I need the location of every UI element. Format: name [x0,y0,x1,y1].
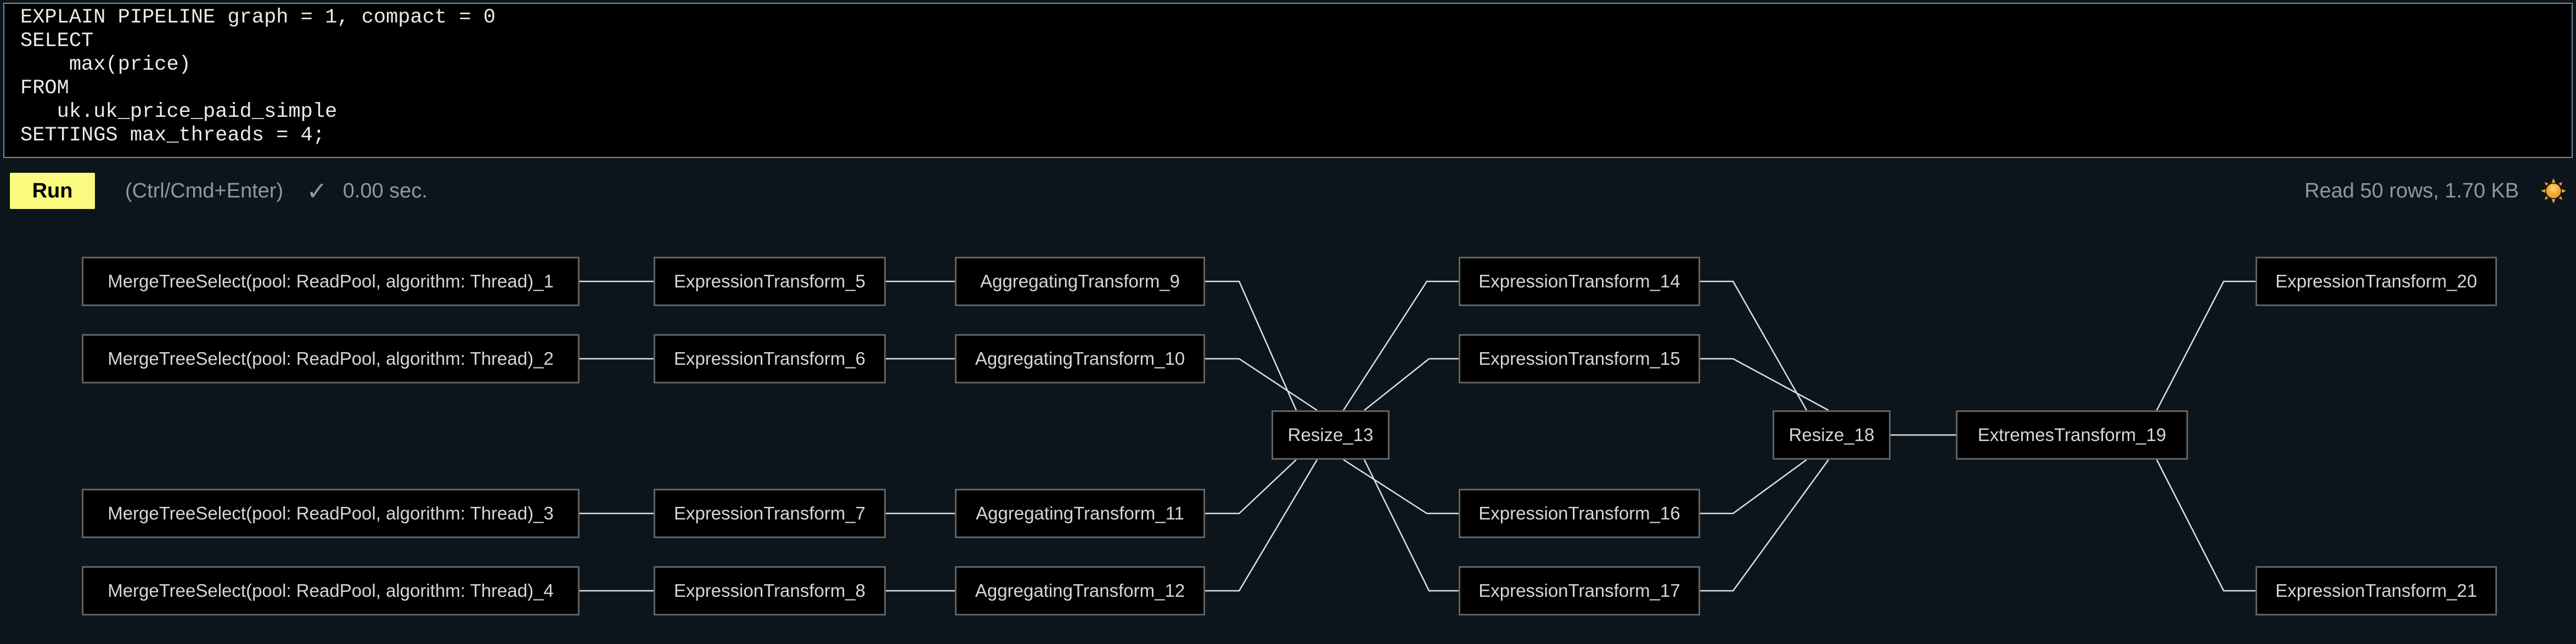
pipeline-edge-19-20 [2156,280,2256,411]
toolbar: Run (Ctrl/Cmd+Enter) ✓ 0.00 sec. Read 50… [0,165,2576,217]
theme-toggle-button[interactable] [2541,178,2566,204]
pipeline-edge-14-18 [1700,280,1808,411]
read-stats: Read 50 rows, 1.70 KB [2304,179,2519,202]
pipeline-edge-10-13 [1205,358,1318,411]
pipeline-edge-17-18 [1700,459,1830,592]
pipeline-node-2: MergeTreeSelect(pool: ReadPool, algorith… [82,334,580,383]
pipeline-node-4: MergeTreeSelect(pool: ReadPool, algorith… [82,566,580,615]
pipeline-node-1: MergeTreeSelect(pool: ReadPool, algorith… [82,257,580,306]
pipeline-node-6: ExpressionTransform_6 [654,334,886,383]
pipeline-edge-19-21 [2156,459,2256,592]
run-button[interactable]: Run [10,173,95,209]
sql-editor[interactable]: EXPLAIN PIPELINE graph = 1, compact = 0 … [3,3,2573,158]
pipeline-edge-16-18 [1700,459,1807,515]
pipeline-node-14: ExpressionTransform_14 [1459,257,1700,306]
pipeline-node-8: ExpressionTransform_8 [654,566,886,615]
pipeline-edge-12-13 [1205,459,1318,592]
pipeline-node-11: AggregatingTransform_11 [955,489,1205,538]
shortcut-hint: (Ctrl/Cmd+Enter) [125,179,284,202]
pipeline-node-9: AggregatingTransform_9 [955,257,1205,306]
pipeline-edge-13-14 [1342,280,1459,411]
pipeline-node-16: ExpressionTransform_16 [1459,489,1700,538]
pipeline-node-21: ExpressionTransform_21 [2256,566,2497,615]
pipeline-edge-11-13 [1205,459,1297,515]
pipeline-node-13: Resize_13 [1272,410,1390,460]
pipeline-edge-13-15 [1364,358,1459,411]
pipeline-node-15: ExpressionTransform_15 [1459,334,1700,383]
theme-toggle-sun-icon [2541,178,2566,204]
pipeline-edge-13-17 [1363,459,1459,592]
pipeline-edge-13-16 [1343,459,1459,515]
pipeline-edge-9-13 [1205,280,1297,411]
pipeline-node-5: ExpressionTransform_5 [654,257,886,306]
pipeline-edge-15-18 [1700,358,1829,411]
pipeline-node-19: ExtremesTransform_19 [1956,410,2188,460]
pipeline-node-12: AggregatingTransform_12 [955,566,1205,615]
elapsed-time: 0.00 sec. [342,179,428,202]
pipeline-node-7: ExpressionTransform_7 [654,489,886,538]
pipeline-node-20: ExpressionTransform_20 [2256,257,2497,306]
pipeline-node-18: Resize_18 [1773,410,1891,460]
status-check-icon: ✓ [306,177,328,205]
pipeline-node-3: MergeTreeSelect(pool: ReadPool, algorith… [82,489,580,538]
pipeline-node-17: ExpressionTransform_17 [1459,566,1700,615]
pipeline-node-10: AggregatingTransform_10 [955,334,1205,383]
